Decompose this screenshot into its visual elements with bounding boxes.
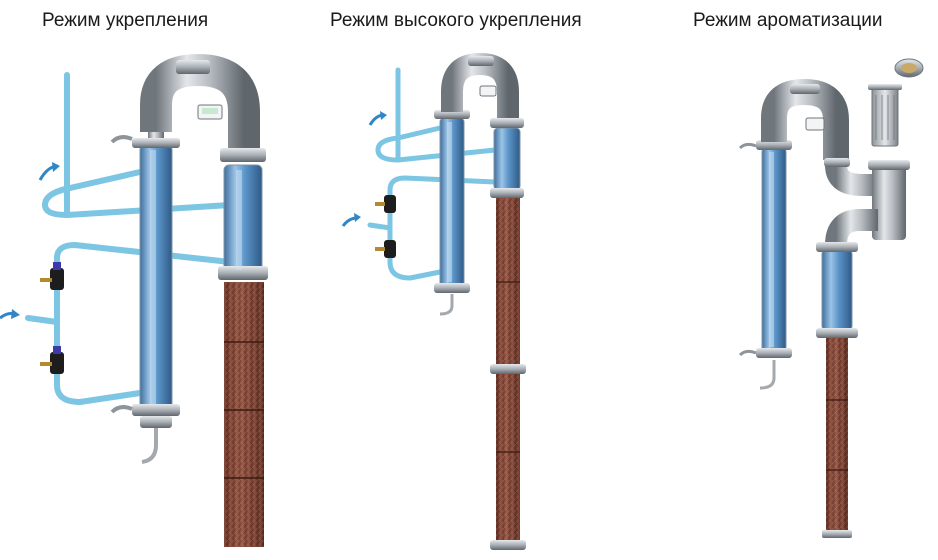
- clamp-icon: [110, 135, 180, 148]
- panel-flavoring: [738, 58, 924, 538]
- dephlegmator-icon: [139, 130, 173, 416]
- arrow-in-icon: [52, 162, 60, 172]
- cooling-tubes: [25, 72, 233, 405]
- packing-column-icon: [224, 282, 264, 547]
- dephlegmator-icon: [738, 140, 792, 358]
- arrow-in-icon: [380, 111, 387, 120]
- arrow-in-icon: [11, 309, 20, 319]
- panel-title-flavoring: Режим ароматизации: [693, 10, 883, 31]
- flavor-basket-icon: [868, 84, 902, 147]
- packing-column-icon: [822, 338, 852, 538]
- basket-lid-icon: [894, 58, 924, 78]
- flavor-chamber: [872, 165, 906, 240]
- reflux-column: [816, 242, 858, 338]
- clamp-icon: [110, 404, 180, 416]
- packing-column-icon: [490, 198, 526, 550]
- valve-icon: [375, 195, 396, 213]
- reflux-column: [490, 118, 524, 198]
- panel-strengthening: [0, 53, 268, 547]
- thermometer-icon: [479, 85, 497, 97]
- valve-icon: [40, 346, 64, 374]
- arrow-in-icon: [354, 213, 361, 222]
- thermometer-icon: [805, 117, 825, 131]
- valve-icon: [40, 262, 64, 290]
- valve-icon: [375, 240, 396, 258]
- panel-title-high-strengthening: Режим высокого укрепления: [330, 10, 582, 31]
- reflux-column: [218, 148, 268, 280]
- dephlegmator-icon: [434, 110, 470, 293]
- panel-high-strengthening: [341, 52, 526, 550]
- panel-title-strengthening: Режим укрепления: [42, 10, 209, 31]
